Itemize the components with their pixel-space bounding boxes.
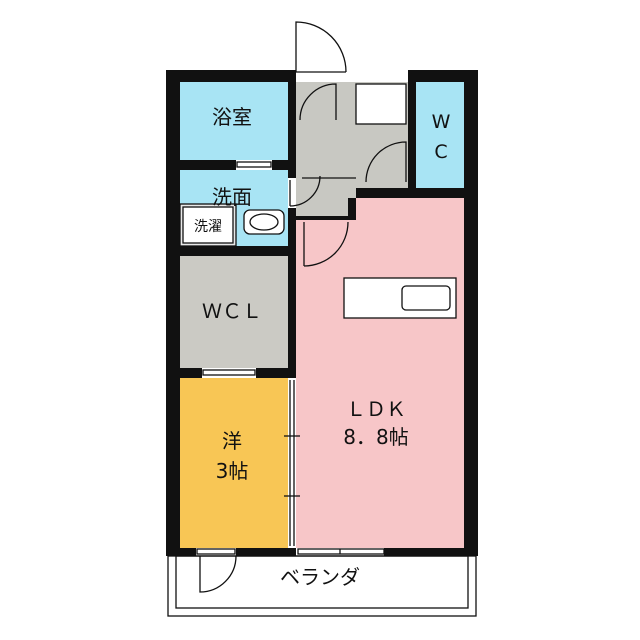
balcony [167, 555, 477, 617]
kitchen-sink-icon [401, 285, 451, 311]
doors [196, 21, 407, 593]
interior-walls [180, 70, 478, 378]
bathroom [180, 82, 288, 160]
wc-label-top: W [432, 111, 451, 133]
ldk-label: ＬＤＫ [346, 397, 406, 421]
wc-label-bottom: C [434, 141, 447, 163]
balcony-label: ベランダ [280, 565, 360, 589]
walk-in-closet [180, 256, 288, 368]
shoe-cabinet [355, 83, 407, 125]
toilet-room [416, 82, 464, 188]
wcl-label: ＷＣＬ [202, 299, 262, 323]
ldk-size: 8．8帖 [343, 425, 408, 449]
western-room-label: 洋 [222, 429, 242, 453]
ldk-room [296, 198, 464, 548]
washroom-label: 洗面 [212, 185, 252, 209]
laundry-label: 洗濯 [194, 219, 222, 235]
bath-label: 浴室 [212, 105, 252, 129]
fixtures [179, 83, 457, 319]
western-room [180, 378, 288, 548]
western-room-size: 3帖 [216, 459, 249, 483]
